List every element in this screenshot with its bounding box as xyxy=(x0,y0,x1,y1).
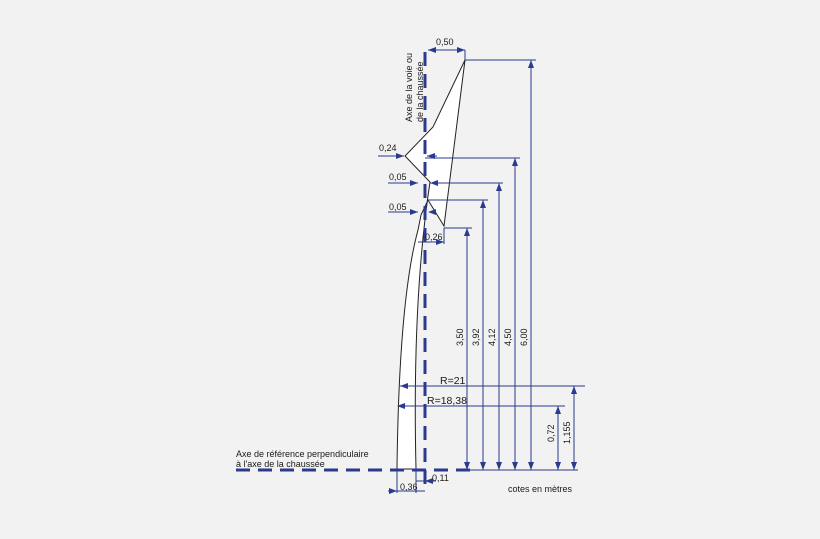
offset-024-label: 0,24 xyxy=(379,143,397,153)
left-offset-dimensions xyxy=(378,153,438,215)
height-600-label: 6,00 xyxy=(519,328,529,346)
width-026-dimension xyxy=(418,228,445,245)
units-note: cotes en mètres xyxy=(508,484,573,494)
radius-21-label: R=21 xyxy=(440,375,466,387)
height-412-label: 4,12 xyxy=(487,328,497,346)
axis-vertical-label-line2: de la chaussée xyxy=(415,61,425,122)
width-026-label: 0,26 xyxy=(425,232,443,242)
bottom-036-label: 0,36 xyxy=(400,482,418,492)
offset-005-b-label: 0,05 xyxy=(389,202,407,212)
reference-lines xyxy=(400,59,585,471)
bottom-dimensions xyxy=(388,470,436,494)
vertical-dimension-lines xyxy=(464,60,577,470)
height-450-label: 4,50 xyxy=(503,328,513,346)
height-1155-label: 1,155 xyxy=(562,421,572,444)
top-width-label: 0,50 xyxy=(436,37,454,47)
radius-1838-arrow xyxy=(397,403,405,409)
offset-005-a-label: 0,05 xyxy=(389,172,407,182)
height-072-label: 0,72 xyxy=(546,424,556,442)
bottom-011-label: 0,11 xyxy=(432,473,449,483)
gauge-profile xyxy=(396,59,466,470)
radius-1838-label: R=18,38 xyxy=(427,395,467,407)
height-392-label: 3,92 xyxy=(471,328,481,346)
axis-vertical-label-line1: Axe de la voie ou xyxy=(404,53,414,122)
radius-21-arrow xyxy=(400,383,408,389)
top-width-dimension xyxy=(428,47,466,60)
axis-reference-label-line2: à l'axe de la chaussée xyxy=(236,459,325,469)
height-350-label: 3,50 xyxy=(455,328,465,346)
axis-reference-label-line1: Axe de référence perpendiculaire xyxy=(236,449,369,459)
